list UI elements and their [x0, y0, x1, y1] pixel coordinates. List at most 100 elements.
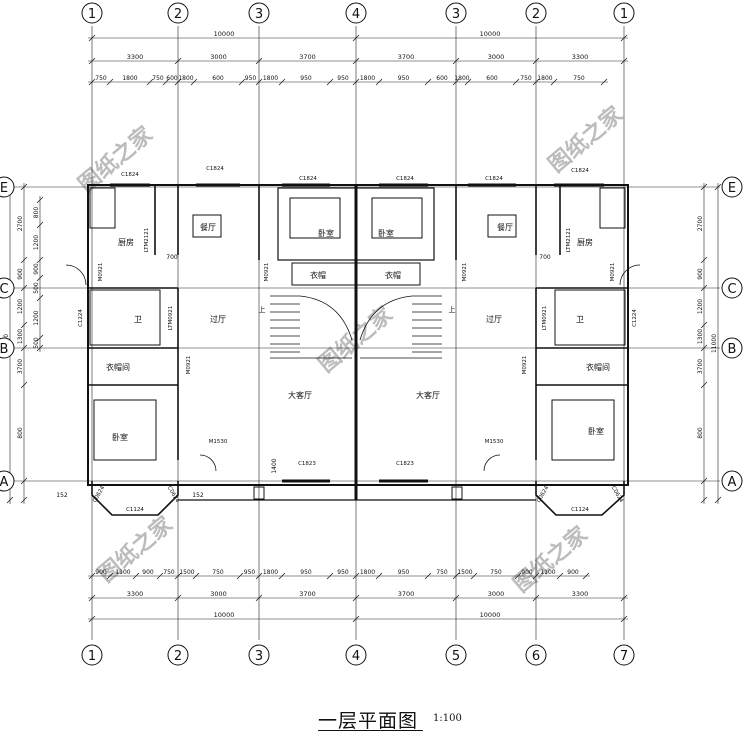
watermark-text: 图纸之家 — [508, 521, 593, 598]
bed-left — [93, 399, 157, 461]
dim-label: 1200 — [33, 235, 40, 250]
dim-tick — [174, 594, 182, 602]
dim-tick — [156, 572, 164, 580]
dim-tick — [88, 57, 96, 65]
axis-label-bottom: 4 — [352, 649, 360, 664]
dim-label: 600 — [212, 75, 224, 82]
axis-label-top: 2 — [174, 7, 182, 22]
dim-tick — [464, 78, 472, 86]
dim-tick — [600, 78, 608, 86]
dim-label: 750 — [573, 75, 585, 82]
dim-tick — [255, 572, 263, 580]
dim-label: 900 — [33, 263, 40, 275]
axis-label-right: B — [728, 342, 737, 357]
dim-label: 10000 — [214, 611, 235, 619]
dim-label: 3300 — [127, 53, 144, 61]
dim-tick — [620, 594, 628, 602]
dim-tick — [36, 294, 44, 302]
dim-tick — [36, 334, 44, 342]
dim-tick — [20, 284, 28, 292]
dim-tick — [700, 284, 708, 292]
dim-label: 11000 — [711, 334, 718, 353]
door-swing — [65, 264, 87, 286]
dim-tick — [375, 572, 383, 580]
dim-label: 950 — [244, 569, 256, 576]
dim-tick — [132, 572, 140, 580]
dim-label: 10000 — [480, 611, 501, 619]
dim-tick — [255, 78, 263, 86]
axis-bubble-top — [445, 2, 467, 24]
dim-tick — [20, 496, 28, 504]
dim-tick — [20, 321, 28, 329]
dim-label: 1200 — [697, 299, 704, 314]
dim-tick — [36, 344, 44, 352]
dim-label: 1800 — [454, 75, 469, 82]
dim-tick — [424, 78, 432, 86]
axis-label-top: 3 — [255, 7, 263, 22]
axis-bubble-top — [167, 2, 189, 24]
axis-label-top: 4 — [352, 7, 360, 22]
opening-tag: C1124 — [126, 507, 144, 513]
dim-tick — [700, 183, 708, 191]
dim-tick — [106, 572, 114, 580]
axis-bubble-bottom — [167, 644, 189, 666]
dim-tick — [36, 221, 44, 229]
dim-label: 950 — [300, 75, 312, 82]
dim-label: 900 — [17, 268, 24, 280]
dim-tick — [556, 572, 564, 580]
opening-tag: M0921 — [462, 263, 468, 282]
dim-tick — [20, 477, 28, 485]
dim-label: 3700 — [398, 590, 415, 598]
opening-tag: C1824 — [485, 176, 503, 182]
opening-tag: LTM2121 — [144, 228, 150, 252]
dim-tick — [452, 78, 460, 86]
bed-right — [551, 399, 615, 461]
dim-tick — [88, 34, 96, 42]
room-label: 厨房 — [118, 237, 134, 247]
opening-tag: M1530 — [209, 439, 228, 445]
axis-bubble-bottom — [613, 644, 635, 666]
watermark-text: 图纸之家 — [543, 101, 628, 178]
dim-label: 950 — [337, 569, 349, 576]
dim-label: 900 — [142, 569, 154, 576]
dim-label: 750 — [436, 569, 448, 576]
room-label: 卫 — [134, 315, 142, 324]
room-label: 餐厅 — [200, 223, 216, 232]
room-label: 大客厅 — [288, 390, 312, 400]
dim-label: 1800 — [178, 75, 193, 82]
dim-label: 700 — [166, 254, 178, 261]
dim-label: 700 — [539, 254, 551, 261]
kitchen-counter — [599, 187, 626, 229]
dim-tick — [192, 572, 200, 580]
dim-tick — [352, 34, 360, 42]
dim-tick — [714, 496, 722, 504]
dining-table-right — [487, 214, 517, 238]
dim-tick — [700, 381, 708, 389]
room-label: 卧室 — [378, 228, 394, 238]
dim-label: 800 — [33, 207, 40, 219]
dim-tick — [512, 78, 520, 86]
dim-label: 900 — [697, 268, 704, 280]
dim-tick — [326, 78, 334, 86]
dim-tick — [700, 321, 708, 329]
dim-tick — [278, 78, 286, 86]
opening-tag: C1224 — [632, 309, 638, 327]
dim-tick — [582, 572, 590, 580]
opening-tag: M0921 — [264, 263, 270, 282]
dim-tick — [106, 78, 114, 86]
door-swing — [483, 454, 501, 472]
dining-table-left — [192, 214, 222, 238]
bathroom-wall — [554, 289, 626, 346]
axis-label-bottom: 7 — [620, 649, 628, 664]
stair-curve — [359, 295, 413, 341]
dim-label: 950 — [337, 75, 349, 82]
dim-label: 3300 — [572, 53, 589, 61]
dim-label: 1800 — [263, 75, 278, 82]
dim-label: 1200 — [17, 299, 24, 314]
dim-label: 900 — [567, 569, 579, 576]
opening-tag: C1124 — [571, 507, 589, 513]
axis-bubble-left — [0, 277, 15, 299]
dim-tick — [36, 274, 44, 282]
bay-window-right — [535, 481, 625, 516]
axis-label-right: C — [727, 282, 736, 297]
